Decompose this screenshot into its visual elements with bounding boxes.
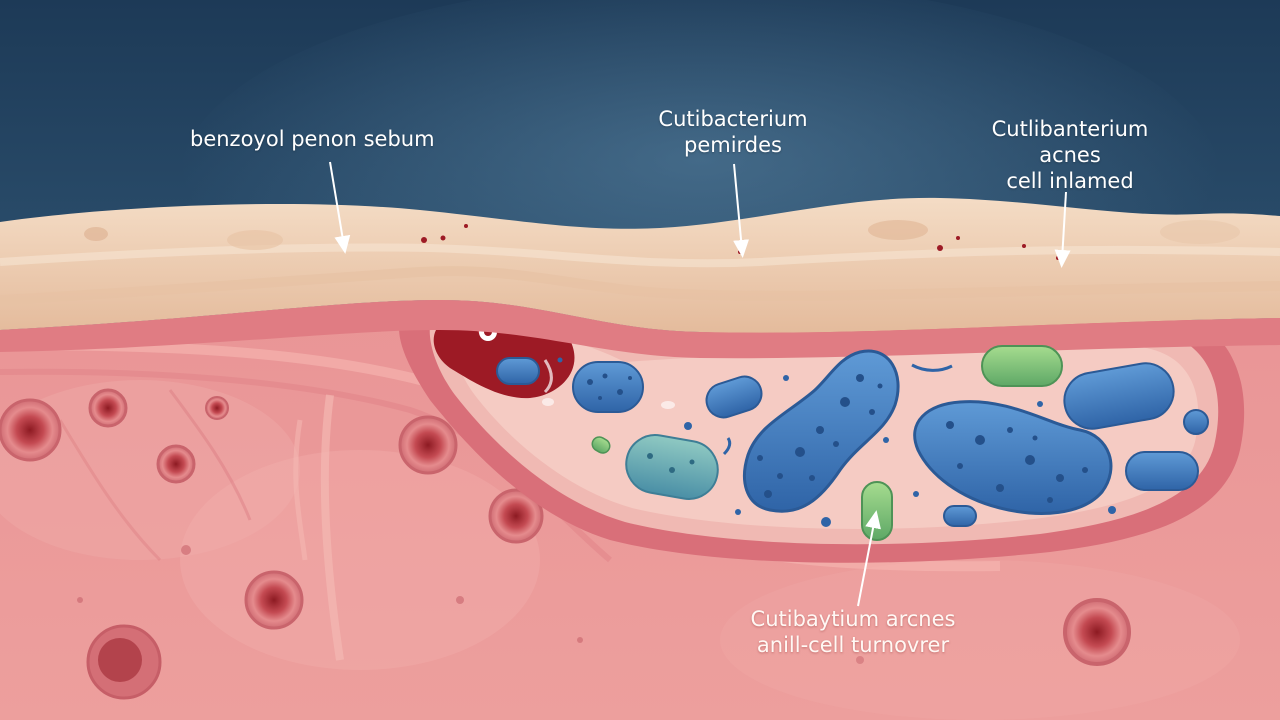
bacteria-cluster	[496, 345, 1209, 541]
cell-icon	[488, 488, 544, 544]
label-line: Cutlibanterium	[991, 117, 1149, 141]
label-line: anill-cell turnovrer	[756, 633, 950, 657]
label-cutibacterium-pemirdes: Cutibacterium pemirdes	[643, 106, 823, 158]
cell-icon	[244, 570, 304, 630]
bacterium-icon	[743, 349, 900, 513]
arrow-pointer-icon	[329, 161, 351, 254]
bacterium-icon	[1125, 451, 1199, 491]
arrow-pointer-icon	[857, 510, 881, 607]
cell-icon	[1063, 598, 1131, 666]
cell-icon	[398, 415, 458, 475]
label-line: cell inlamed	[1006, 169, 1134, 193]
label-cell-inflamed: Cutlibanterium acnes cell inlamed	[980, 116, 1160, 194]
bacterium-icon	[625, 434, 719, 500]
label-line: benzoyol penon sebum	[190, 127, 435, 151]
bacterium-icon	[861, 481, 893, 541]
cell-icon	[86, 624, 162, 700]
dermal-cells	[0, 388, 1131, 700]
epidermis-layer	[0, 197, 1280, 359]
cell-icon	[156, 444, 196, 484]
bacterium-icon	[591, 436, 611, 454]
bacterium-icon	[1063, 362, 1175, 430]
bacterium-icon	[943, 505, 977, 527]
arrow-pointer-icon	[1054, 191, 1071, 268]
bacterium-icon	[1183, 409, 1209, 435]
cell-icon	[88, 388, 128, 428]
cell-icon	[205, 396, 229, 420]
bacterium-icon	[981, 345, 1063, 387]
arrow-pointer-icon	[733, 163, 750, 258]
cell-icon	[0, 398, 62, 462]
label-benzoyl-sebum: benzoyol penon sebum	[190, 126, 435, 152]
bacterium-icon	[572, 361, 644, 413]
label-line: Cutibacterium	[658, 107, 808, 131]
label-cell-turnover: Cutibaytium arcnes anill-cell turnovrer	[728, 606, 978, 658]
bacterium-icon	[705, 375, 763, 419]
label-line: pemirdes	[684, 133, 782, 157]
label-line: acnes	[1039, 143, 1101, 167]
bacterium-icon	[913, 400, 1113, 515]
bacterium-icon	[496, 357, 540, 385]
annotation-arrows	[329, 161, 1071, 607]
label-line: Cutibaytium arcnes	[750, 607, 956, 631]
